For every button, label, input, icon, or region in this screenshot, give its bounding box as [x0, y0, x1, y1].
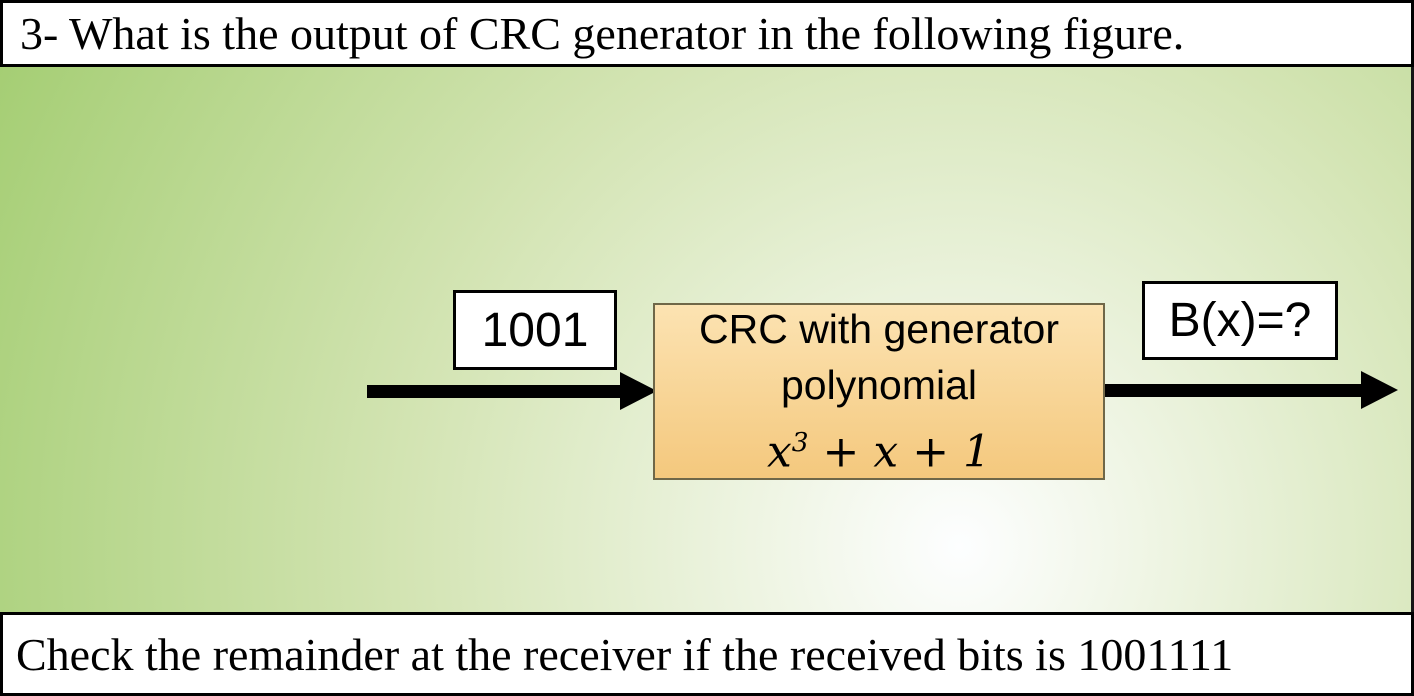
crc-generator-box: CRC with generator polynomial x3 + x + 1	[653, 303, 1105, 480]
polynomial-exponent: 3	[791, 426, 809, 458]
slide-title: 3- What is the output of CRC generator i…	[20, 8, 1185, 59]
output-box: B(x)=?	[1142, 281, 1338, 360]
output-arrow-shaft	[1105, 384, 1363, 397]
footer-text: Check the remainder at the receiver if t…	[16, 628, 1234, 680]
generator-polynomial: x3 + x + 1	[767, 413, 991, 483]
input-arrow-shaft	[367, 385, 621, 398]
title-box: 3- What is the output of CRC generator i…	[0, 0, 1414, 67]
input-bits-box: 1001	[453, 290, 617, 370]
diagram-canvas: 1001 CRC with generator polynomial x3 + …	[0, 67, 1414, 612]
generator-box-line1: CRC with generator	[698, 305, 1060, 352]
output-label: B(x)=?	[1168, 294, 1312, 347]
input-bits-label: 1001	[481, 303, 589, 357]
polynomial-rest: + x + 1	[808, 426, 992, 478]
arrow-right-icon	[620, 372, 657, 410]
generator-box-line2: polynomial	[781, 361, 977, 408]
arrow-right-icon	[1361, 371, 1398, 409]
polynomial-base: x	[766, 426, 792, 478]
footer-box: Check the remainder at the receiver if t…	[0, 612, 1414, 696]
